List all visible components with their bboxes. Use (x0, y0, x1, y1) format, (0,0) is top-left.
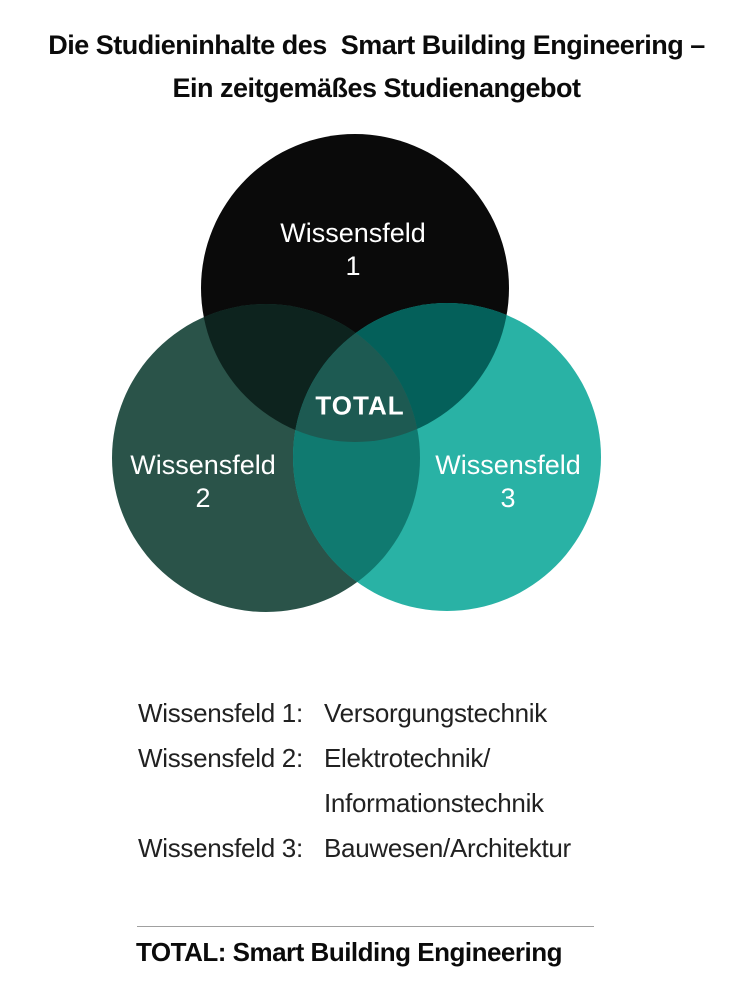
legend-definition-2-line-2: Informationstechnik (324, 788, 544, 818)
label-wissensfeld-3: Wissensfeld 3 (435, 449, 581, 515)
label-wissensfeld-1: Wissensfeld 1 (280, 217, 426, 283)
legend-definition-1: Versorgungstechnik (324, 698, 547, 728)
legend-row-1: Wissensfeld 1: Versorgungstechnik (138, 691, 571, 736)
legend-row-2: Wissensfeld 2: Elektrotechnik/ Informati… (138, 736, 571, 826)
label-wissensfeld-2-text: Wissensfeld (130, 450, 276, 480)
legend-row-3: Wissensfeld 3: Bauwesen/Architektur (138, 826, 571, 871)
venn-diagram (112, 134, 601, 612)
title-line-1: Die Studieninhalte des Smart Building En… (48, 30, 705, 60)
legend-definition-2: Elektrotechnik/ Informationstechnik (324, 736, 544, 826)
legend-term-3: Wissensfeld 3: (138, 833, 303, 863)
overlap-center (293, 304, 420, 442)
legend-term-1: Wissensfeld 1: (138, 698, 303, 728)
legend-definition-2-line-1: Elektrotechnik/ (324, 743, 491, 773)
label-wissensfeld-3-text: Wissensfeld (435, 450, 581, 480)
footer-total: TOTAL: Smart Building Engineering (136, 937, 562, 967)
label-wissensfeld-2-number: 2 (195, 483, 211, 513)
label-wissensfeld-1-text: Wissensfeld (280, 218, 426, 248)
label-total: TOTAL (315, 390, 405, 421)
legend-term-2: Wissensfeld 2: (138, 743, 303, 773)
legend: Wissensfeld 1: Versorgungstechnik Wissen… (138, 691, 571, 871)
divider-line (137, 926, 594, 927)
label-wissensfeld-2: Wissensfeld 2 (130, 449, 276, 515)
label-wissensfeld-1-number: 1 (345, 251, 361, 281)
page-title: Die Studieninhalte des Smart Building En… (0, 24, 753, 110)
legend-definition-3: Bauwesen/Architektur (324, 833, 571, 863)
label-wissensfeld-3-number: 3 (500, 483, 516, 513)
title-line-2: Ein zeitgemäßes Studienangebot (172, 73, 581, 103)
